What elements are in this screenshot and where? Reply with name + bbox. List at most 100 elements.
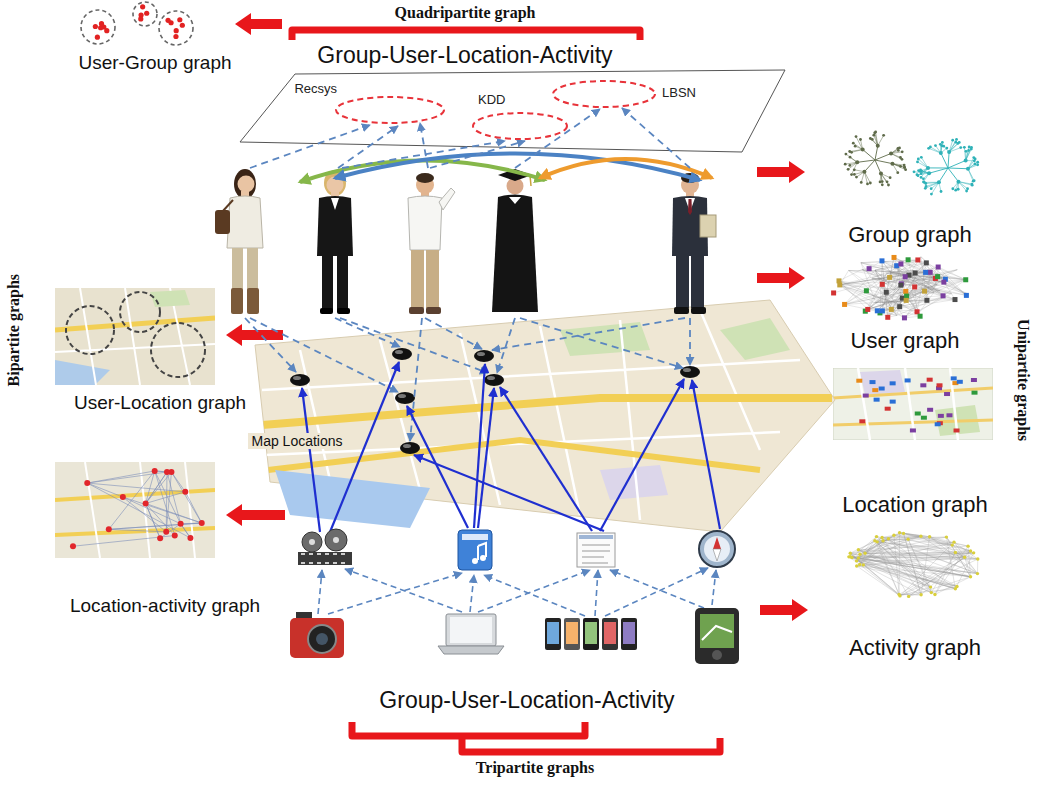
user-group-thumbnail bbox=[138, 16, 143, 21]
graph-thumbnail: Location-activity graph bbox=[66, 595, 265, 617]
group-graph-thumbnail bbox=[920, 156, 923, 159]
activity-graph-thumbnail bbox=[969, 575, 972, 578]
location-graph-thumbnail bbox=[951, 376, 957, 380]
activity-graph-thumbnail bbox=[850, 553, 899, 594]
location-graph-thumbnail bbox=[860, 370, 905, 395]
group-graph-thumbnail bbox=[875, 160, 892, 164]
membership-arrow bbox=[250, 125, 370, 168]
location-graph-thumbnail bbox=[856, 376, 977, 432]
red-bracket bbox=[352, 722, 585, 736]
graph-caption: Location-activity graph bbox=[66, 595, 265, 617]
activity-arrow bbox=[500, 387, 592, 531]
person-figure bbox=[426, 250, 439, 308]
graph-caption: User-Group graph bbox=[74, 52, 236, 74]
group-graph-thumbnail bbox=[917, 158, 920, 161]
person-figure bbox=[331, 198, 339, 210]
user-graph-thumbnail bbox=[842, 302, 847, 307]
user-graph-thumbnail bbox=[864, 288, 869, 293]
group-graph-thumbnail bbox=[890, 162, 894, 166]
device-icon bbox=[564, 618, 580, 650]
device-icon bbox=[545, 618, 561, 650]
location-activity-thumbnail bbox=[109, 471, 155, 529]
map-location-pin bbox=[290, 348, 700, 454]
activity-graph-thumbnail bbox=[931, 553, 955, 593]
activity-arrow bbox=[474, 364, 485, 528]
membership-arrow bbox=[338, 126, 398, 168]
location-graph-thumbnail bbox=[905, 378, 911, 382]
user-location-thumbnail bbox=[120, 292, 160, 332]
group-graph-thumbnail bbox=[876, 132, 878, 146]
location-activity-thumbnail bbox=[172, 533, 178, 539]
activity-graph-thumbnail bbox=[929, 585, 932, 588]
membership-arrow bbox=[492, 318, 685, 350]
group-plane bbox=[240, 70, 785, 152]
group-graph-thumbnail bbox=[947, 150, 951, 154]
graph-type-label: Unipartite graphs bbox=[1014, 319, 1032, 441]
user-graph-thumbnail bbox=[952, 297, 957, 302]
user-group-thumbnail bbox=[165, 18, 170, 23]
user-graph-thumbnail bbox=[921, 257, 942, 278]
membership-arrow bbox=[520, 318, 683, 368]
user-graph-thumbnail bbox=[924, 298, 929, 303]
activity-graph-thumbnail bbox=[875, 535, 878, 538]
activity-icon bbox=[713, 537, 721, 549]
location-activity-thumbnail bbox=[171, 472, 201, 523]
location-graph-thumbnail bbox=[863, 394, 869, 398]
location-activity-thumbnail bbox=[84, 480, 90, 486]
ellipse-outline bbox=[553, 81, 655, 107]
location-graph-thumbnail bbox=[921, 416, 927, 420]
group-graph-thumbnail bbox=[948, 168, 958, 182]
graph-thumbnail: Group graph bbox=[844, 222, 976, 247]
graph-caption: User graph bbox=[847, 328, 964, 353]
activity-graph-thumbnail bbox=[963, 556, 966, 559]
group-graph-thumbnail bbox=[920, 176, 923, 179]
activity-graph-thumbnail bbox=[930, 591, 933, 594]
activity-icon bbox=[582, 545, 610, 563]
map-location-pin bbox=[403, 444, 411, 448]
person-figure bbox=[674, 307, 689, 314]
membership-arrow bbox=[245, 318, 296, 372]
group-graph-thumbnail bbox=[951, 139, 954, 142]
group-graph-thumbnail bbox=[889, 176, 892, 179]
group-graph-thumbnail bbox=[861, 148, 865, 152]
activity-graph-thumbnail bbox=[921, 537, 929, 595]
activity-graph-thumbnail bbox=[900, 533, 971, 551]
user-graph-thumbnail bbox=[941, 280, 946, 285]
activity-graph-thumbnail bbox=[858, 550, 955, 589]
activity-icon bbox=[301, 554, 345, 563]
user-group-thumbnail bbox=[93, 24, 98, 29]
device-icon bbox=[695, 608, 739, 664]
membership-arrow bbox=[425, 318, 482, 349]
activity-arrow bbox=[407, 406, 468, 528]
map-location-pin bbox=[293, 376, 301, 380]
group-graph-thumbnail bbox=[966, 147, 972, 160]
location-graph-thumbnail bbox=[874, 398, 880, 402]
membership-arrow bbox=[245, 108, 690, 441]
device-icon bbox=[583, 618, 599, 650]
device-icon bbox=[316, 633, 328, 645]
activity-graph-thumbnail bbox=[860, 546, 968, 554]
person-figure bbox=[691, 256, 704, 308]
city-map bbox=[720, 318, 790, 360]
graph-type-label: Tripartite graphs bbox=[476, 759, 594, 777]
location-activity-thumbnail bbox=[187, 535, 193, 541]
location-activity-thumbnail bbox=[152, 468, 158, 474]
location-activity-thumbnail bbox=[143, 500, 149, 506]
user-graph-thumbnail bbox=[904, 294, 909, 299]
location-activity-thumbnail bbox=[146, 472, 167, 503]
device-arrow bbox=[328, 573, 462, 614]
user-group-thumbnail bbox=[95, 35, 100, 40]
group-graph-thumbnail bbox=[941, 153, 948, 168]
group-graph-thumbnail bbox=[853, 173, 856, 176]
person-figure bbox=[337, 256, 348, 310]
device-icon bbox=[604, 622, 616, 644]
location-activity-thumbnail bbox=[146, 472, 172, 503]
group-graph-thumbnail bbox=[897, 147, 900, 150]
device-arrow bbox=[318, 568, 716, 616]
activity-graph-thumbnail bbox=[966, 544, 969, 547]
ellipse-outline bbox=[336, 97, 444, 123]
activity-graph-thumbnail bbox=[863, 552, 866, 555]
group-graph-thumbnail bbox=[968, 169, 974, 181]
device-icon bbox=[547, 622, 559, 644]
